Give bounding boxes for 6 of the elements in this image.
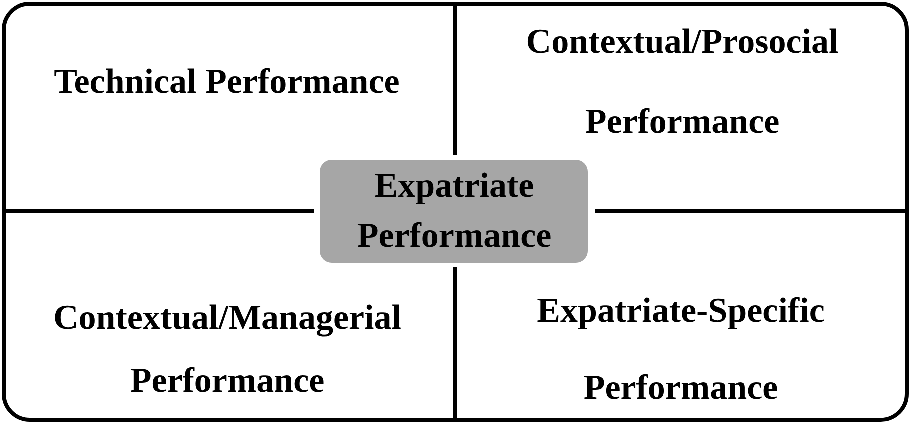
- quadrant-label: Contextual/Prosocial Performance: [525, 21, 840, 143]
- center-label: Expatriate Performance: [356, 165, 553, 257]
- quadrant-label: Contextual/Managerial Performance: [52, 297, 403, 402]
- quadrant-label: Expatriate-Specific Performance: [536, 290, 826, 409]
- center-box: [320, 160, 588, 263]
- quadrant-label: Technical Performance: [53, 61, 401, 103]
